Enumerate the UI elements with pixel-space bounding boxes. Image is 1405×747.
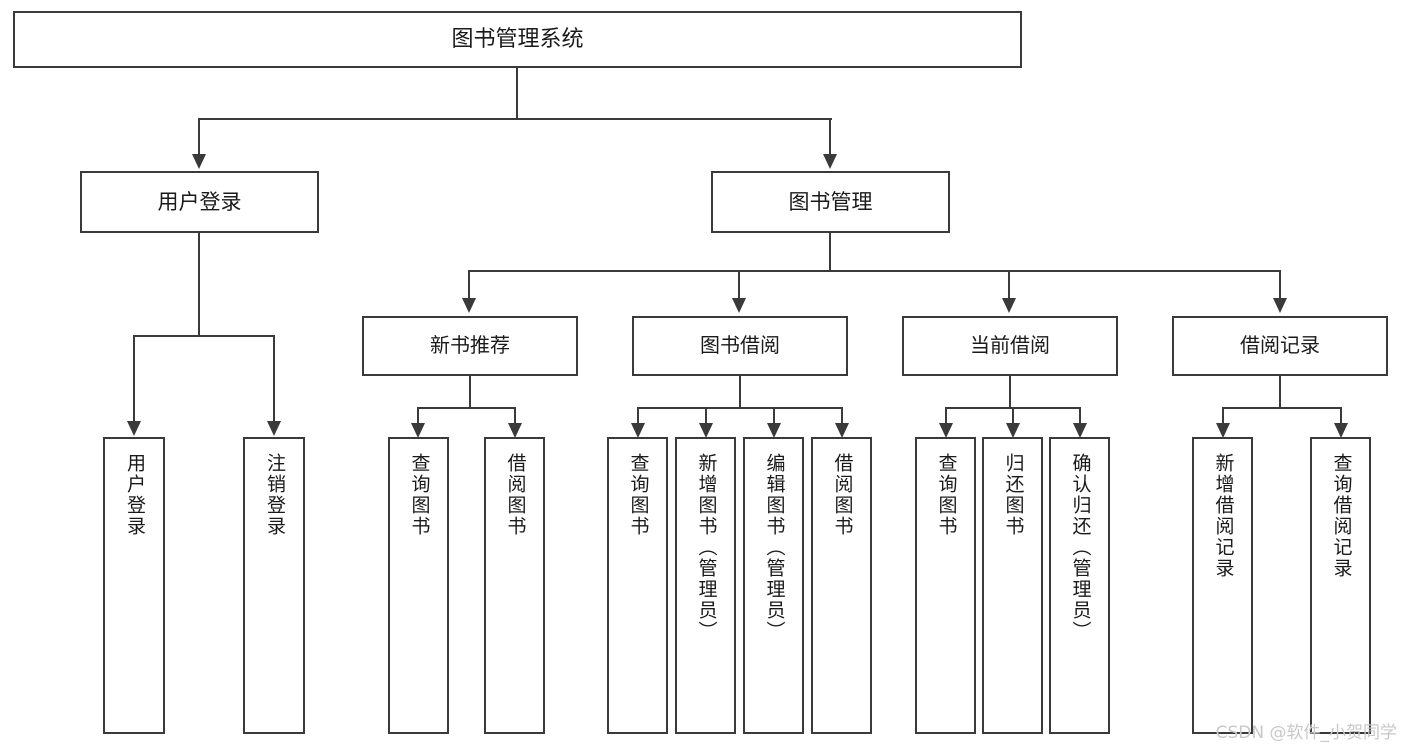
node-label: 图书管理系统 <box>451 26 584 52</box>
arrow-br-add <box>1216 423 1230 438</box>
leaf-bb-add-book-admin[interactable]: 新增图书（管理员） <box>675 437 736 734</box>
edge-drop-cb-confirm <box>1079 407 1081 425</box>
leaf-label: 归还图书 <box>1002 453 1025 537</box>
node-label: 当前借阅 <box>970 333 1050 358</box>
edge-drop-leaf-logout <box>273 335 275 423</box>
leaf-label: 借阅图书 <box>504 453 527 537</box>
arrow-new-book <box>462 298 476 313</box>
edge-drop-cb-query <box>945 407 947 425</box>
leaf-bb-borrow-book[interactable]: 借阅图书 <box>811 437 872 734</box>
node-label: 图书管理 <box>788 189 873 214</box>
leaf-label: 查询图书 <box>935 453 958 537</box>
arrow-bb-add <box>699 423 713 438</box>
leaf-label: 查询借阅记录 <box>1330 453 1353 579</box>
leaf-label: 查询图书 <box>408 453 431 537</box>
arrow-leaf-user-login <box>127 421 141 436</box>
edge-drop-nb-query <box>417 407 419 425</box>
edge-drop-bb-borrow <box>841 407 843 425</box>
node-label: 借阅记录 <box>1240 333 1320 358</box>
arrow-bb-borrow <box>835 423 849 438</box>
arrow-cb-query <box>939 423 953 438</box>
node-book-management-system[interactable]: 图书管理系统 <box>13 11 1022 68</box>
arrow-user-login <box>192 154 206 169</box>
edge-root-stem <box>516 68 518 118</box>
leaf-label: 编辑图书（管理员） <box>763 453 786 642</box>
edge-drop-new-book <box>468 270 470 300</box>
leaf-label: 注销登录 <box>263 453 286 537</box>
edge-drop-current-borrow <box>1008 270 1010 300</box>
leaf-bb-query-book[interactable]: 查询图书 <box>607 437 668 734</box>
edge-drop-nb-borrow <box>514 407 516 425</box>
edge-drop-book-borrow <box>738 270 740 300</box>
arrow-book-borrow <box>732 298 746 313</box>
node-new-book-recommend[interactable]: 新书推荐 <box>362 316 578 376</box>
edge-borrow-record-stem <box>1279 376 1281 407</box>
edge-user-login-stem <box>198 233 200 335</box>
leaf-label: 确认归还（管理员） <box>1069 453 1092 642</box>
node-book-management[interactable]: 图书管理 <box>711 171 950 233</box>
edge-book-borrow-stem <box>739 376 741 407</box>
edge-drop-leaf-user-login <box>133 335 135 423</box>
edge-user-login-bus <box>133 335 274 337</box>
arrow-current-borrow <box>1002 298 1016 313</box>
arrow-book-management <box>823 154 837 169</box>
leaf-nb-borrow-book[interactable]: 借阅图书 <box>484 437 545 734</box>
arrow-nb-borrow <box>508 423 522 438</box>
arrow-bb-edit <box>767 423 781 438</box>
leaf-br-query-record[interactable]: 查询借阅记录 <box>1310 437 1371 734</box>
arrow-leaf-logout <box>267 421 281 436</box>
arrow-cb-return <box>1006 423 1020 438</box>
arrow-br-query <box>1334 423 1348 438</box>
leaf-user-login[interactable]: 用户登录 <box>103 437 165 734</box>
edge-level2-bus <box>198 118 832 120</box>
edge-current-borrow-stem <box>1009 376 1011 407</box>
leaf-logout[interactable]: 注销登录 <box>243 437 305 734</box>
edge-drop-bb-query <box>637 407 639 425</box>
edge-book-management-stem <box>829 233 831 270</box>
node-user-login[interactable]: 用户登录 <box>80 171 319 233</box>
edge-drop-br-query <box>1340 407 1342 425</box>
leaf-br-add-record[interactable]: 新增借阅记录 <box>1192 437 1253 734</box>
leaf-label: 借阅图书 <box>831 453 854 537</box>
leaf-cb-return-book[interactable]: 归还图书 <box>982 437 1043 734</box>
node-label: 用户登录 <box>157 189 242 214</box>
leaf-label: 查询图书 <box>627 453 650 537</box>
arrow-bb-query <box>631 423 645 438</box>
node-current-borrow[interactable]: 当前借阅 <box>902 316 1118 376</box>
edge-drop-user-login <box>198 118 200 156</box>
edge-new-book-bus <box>417 407 515 409</box>
arrow-nb-query <box>411 423 425 438</box>
arrow-borrow-record <box>1273 298 1287 313</box>
edge-drop-bb-edit <box>773 407 775 425</box>
node-borrow-record[interactable]: 借阅记录 <box>1172 316 1388 376</box>
leaf-cb-query-book[interactable]: 查询图书 <box>915 437 976 734</box>
edge-drop-book-management <box>829 118 831 156</box>
edge-drop-br-add <box>1222 407 1224 425</box>
leaf-label: 新增借阅记录 <box>1212 453 1235 579</box>
leaf-bb-edit-book-admin[interactable]: 编辑图书（管理员） <box>743 437 804 734</box>
arrow-cb-confirm <box>1073 423 1087 438</box>
edge-drop-bb-add <box>705 407 707 425</box>
leaf-label: 用户登录 <box>123 453 146 537</box>
leaf-cb-confirm-return-admin[interactable]: 确认归还（管理员） <box>1049 437 1110 734</box>
edge-new-book-stem <box>469 376 471 407</box>
edge-level3-bus <box>468 270 1280 272</box>
node-label: 图书借阅 <box>700 333 780 358</box>
edge-book-borrow-bus <box>637 407 842 409</box>
edge-drop-cb-return <box>1012 407 1014 425</box>
node-book-borrow[interactable]: 图书借阅 <box>632 316 848 376</box>
edge-drop-borrow-record <box>1279 270 1281 300</box>
node-label: 新书推荐 <box>430 333 510 358</box>
edge-borrow-record-bus <box>1222 407 1341 409</box>
leaf-nb-query-book[interactable]: 查询图书 <box>388 437 449 734</box>
leaf-label: 新增图书（管理员） <box>695 453 718 642</box>
